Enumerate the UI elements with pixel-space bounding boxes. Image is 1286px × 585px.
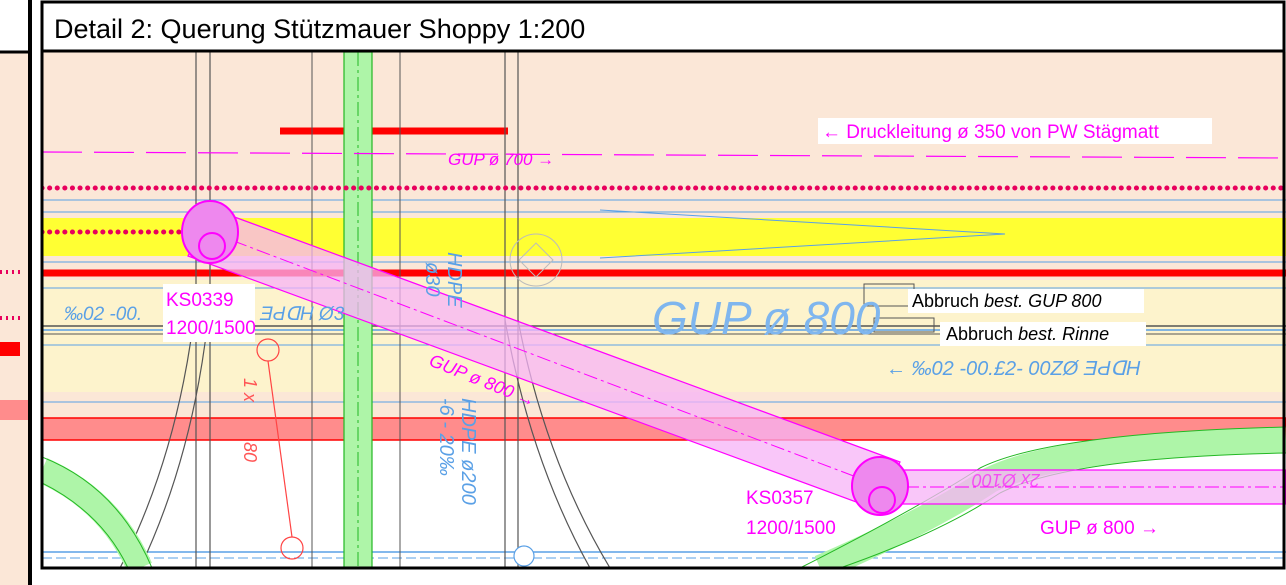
label-gup800-big: GUP ø 800	[652, 292, 881, 344]
valve-symbol-diamond	[518, 242, 554, 278]
page-title: Detail 2: Querung Stützmauer Shoppy 1:20…	[54, 14, 585, 44]
label-abbruch-rinne: Abbruch best. Rinne	[946, 324, 1109, 344]
blue-arrow-outline	[599, 209, 1006, 259]
label-ks0357-dim: 1200/1500	[746, 518, 836, 539]
title-box	[43, 3, 1283, 51]
red-connection-line	[267, 360, 293, 538]
label-ks0339-dim: 1200/1500	[166, 318, 256, 339]
label-hdpe-right: ← ‰02 -00.£2- 00ZØ ƎԀᗡH	[886, 358, 1141, 380]
main-frame	[40, 0, 1286, 570]
ks0339-label-bg	[163, 284, 255, 342]
label-red-vertical: 1 x	[240, 378, 260, 403]
gup800-pipe-axis	[209, 231, 881, 487]
label-druckleitung: ← Druckleitung ø 350 von PW Stägmatt	[822, 122, 1160, 143]
druckleitung-label-bg	[818, 118, 1212, 144]
label-hdpe-vertical: HDPE	[443, 252, 465, 308]
label-hdpe-left-2: ƎԀᗡH Ø3	[259, 304, 345, 325]
green-curve-edge	[799, 426, 1286, 568]
label-hdpe-left: ‰02 -00.	[64, 304, 142, 325]
green-curve-edge	[42, 482, 129, 568]
label-red-vertical-2: 80	[240, 442, 260, 462]
label-hdpe-vertical-4: -6 - 20‰	[435, 398, 457, 476]
label-abbruch-gup: Abbruch best. GUP 800	[912, 291, 1101, 311]
green-curve-edge	[42, 456, 153, 568]
label-2x100: 2x Ø100	[972, 470, 1041, 490]
left-panel-background	[0, 0, 30, 585]
left-panel-pink-band	[0, 400, 28, 420]
label-gup800-right: GUP ø 800 →	[1040, 518, 1159, 539]
abbruch-rinne-outline	[873, 317, 935, 333]
label-hdpe-vertical-2: ø30	[421, 262, 443, 296]
label-hdpe-vertical-3: HDPE ø200	[457, 398, 479, 505]
main-drawing-area: GUP ø 700 → ← Druckleitung ø 350 von PW …	[42, 52, 1286, 568]
valve-symbol	[509, 233, 563, 287]
manhole-ks0339-inner	[198, 232, 226, 260]
abbruch-rinne-label-bg	[940, 322, 1146, 346]
label-ks0357-id: KS0357	[746, 488, 814, 509]
label-ks0339-id: KS0339	[166, 290, 234, 311]
abbruch-gup-label-bg	[908, 289, 1144, 313]
manhole-ks0357-inner	[868, 486, 896, 514]
left-panel-title-box	[0, 0, 30, 52]
blue-circle	[513, 545, 535, 567]
left-panel-red-band	[0, 342, 20, 356]
green-curve-pipe-left	[42, 458, 152, 568]
label-gup700: GUP ø 700 →	[448, 150, 554, 169]
